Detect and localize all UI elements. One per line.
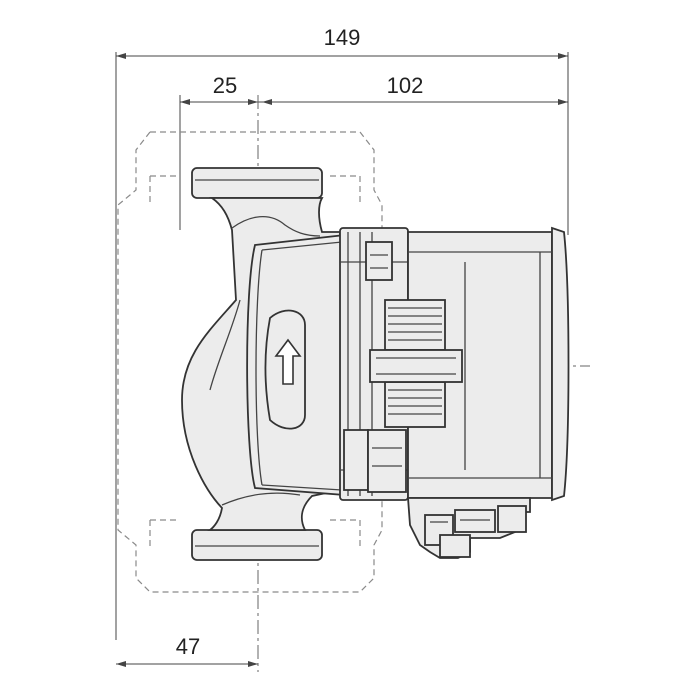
upper-terminal-block	[365, 241, 393, 281]
dimension-motor-length: 102	[258, 73, 569, 230]
hidden-union-outline	[117, 131, 383, 593]
motor-body	[407, 226, 570, 502]
flow-nameplate	[264, 309, 306, 430]
dimension-flange-offset: 25	[179, 73, 258, 230]
bottom-flange	[191, 529, 323, 561]
dimension-overall: 149	[115, 25, 569, 640]
dimension-overall-label: 149	[324, 25, 361, 50]
motor-cooling-fins	[369, 299, 463, 428]
power-connector-plug	[407, 497, 531, 559]
dimension-motor-length-label: 102	[387, 73, 424, 98]
dimension-lower-offset: 47	[116, 634, 258, 667]
dimension-lower-offset-label: 47	[176, 634, 200, 659]
top-flange	[191, 167, 323, 199]
lower-terminal-block	[343, 429, 407, 493]
arrow-up-icon	[274, 338, 302, 385]
dimension-flange-offset-label: 25	[213, 73, 237, 98]
